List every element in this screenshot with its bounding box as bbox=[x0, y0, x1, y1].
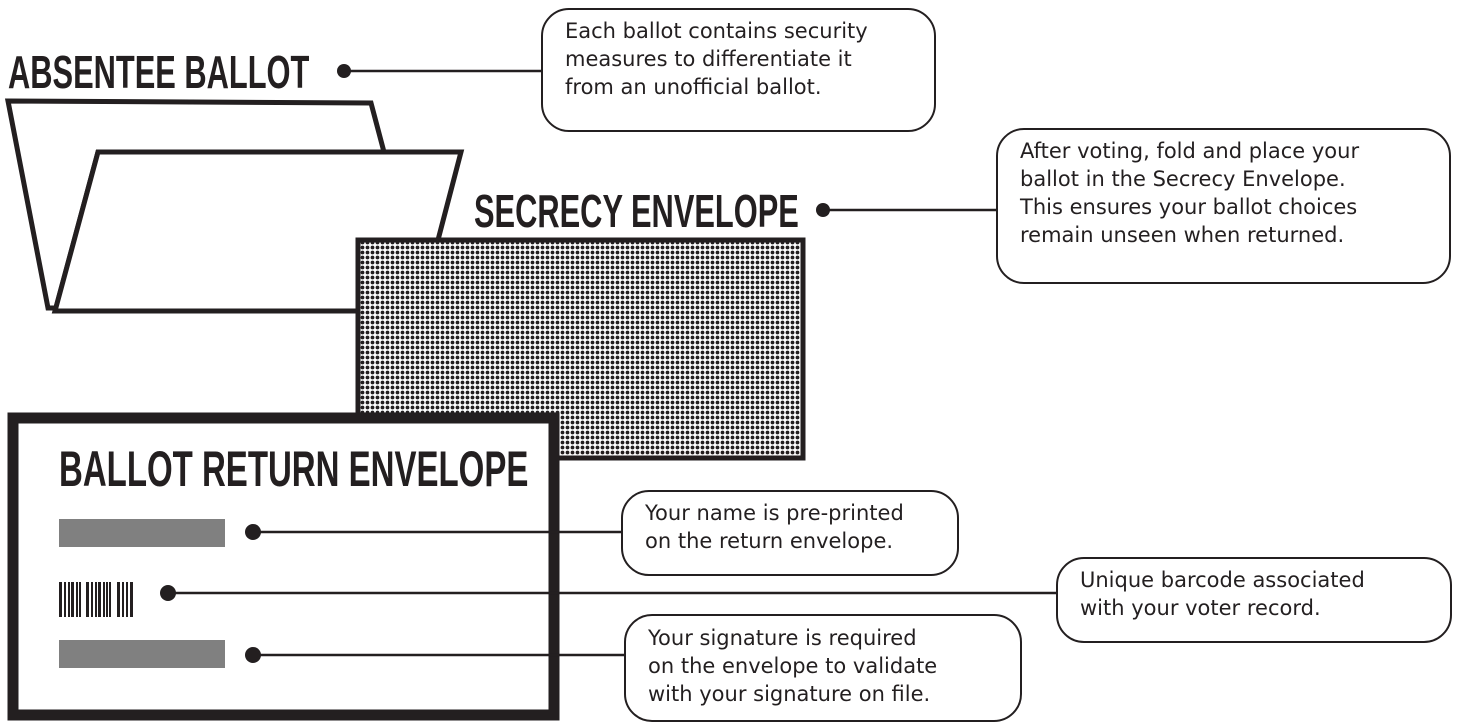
callout-line: Unique barcode associated bbox=[1080, 568, 1365, 592]
callout-line: with your voter record. bbox=[1080, 596, 1321, 620]
name-field bbox=[59, 519, 225, 547]
barcode-callout: Unique barcode associated with your vote… bbox=[1056, 557, 1452, 643]
barcode-icon bbox=[59, 582, 133, 617]
callout-line: on the envelope to validate bbox=[648, 654, 938, 678]
signature-field bbox=[59, 640, 225, 668]
absentee-ballot-title: ABSENTEE BALLOT bbox=[8, 46, 310, 98]
callout-line: measures to differentiate it bbox=[565, 47, 852, 71]
callout-line: Your signature is required bbox=[648, 626, 917, 650]
secrecy-connector-dot bbox=[816, 203, 830, 217]
ballot-return-envelope-title: BALLOT RETURN ENVELOPE bbox=[59, 441, 529, 497]
callout-line: Each ballot contains security bbox=[565, 19, 868, 43]
callout-line: on the return envelope. bbox=[645, 529, 894, 553]
signature-callout: Your signature is required on the envelo… bbox=[624, 614, 1022, 722]
name-connector-dot bbox=[245, 524, 261, 540]
secrecy-callout: After voting, fold and place your ballot… bbox=[996, 128, 1451, 284]
secrecy-envelope-title: SECRECY ENVELOPE bbox=[474, 185, 799, 237]
callout-line: After voting, fold and place your bbox=[1020, 139, 1360, 163]
callout-line: with your signature on file. bbox=[648, 682, 931, 706]
callout-line: from an unofficial ballot. bbox=[565, 75, 822, 99]
absentee-connector-dot bbox=[337, 64, 351, 78]
callout-line: remain unseen when returned. bbox=[1020, 223, 1345, 247]
callout-line: ballot in the Secrecy Envelope. bbox=[1020, 167, 1346, 191]
callout-line: Your name is pre-printed bbox=[645, 501, 904, 525]
barcode-connector-dot bbox=[160, 585, 176, 601]
callout-line: This ensures your ballot choices bbox=[1020, 195, 1358, 219]
signature-connector-dot bbox=[245, 647, 261, 663]
security-measures-callout: Each ballot contains security measures t… bbox=[541, 8, 936, 132]
name-callout: Your name is pre-printed on the return e… bbox=[621, 490, 959, 576]
